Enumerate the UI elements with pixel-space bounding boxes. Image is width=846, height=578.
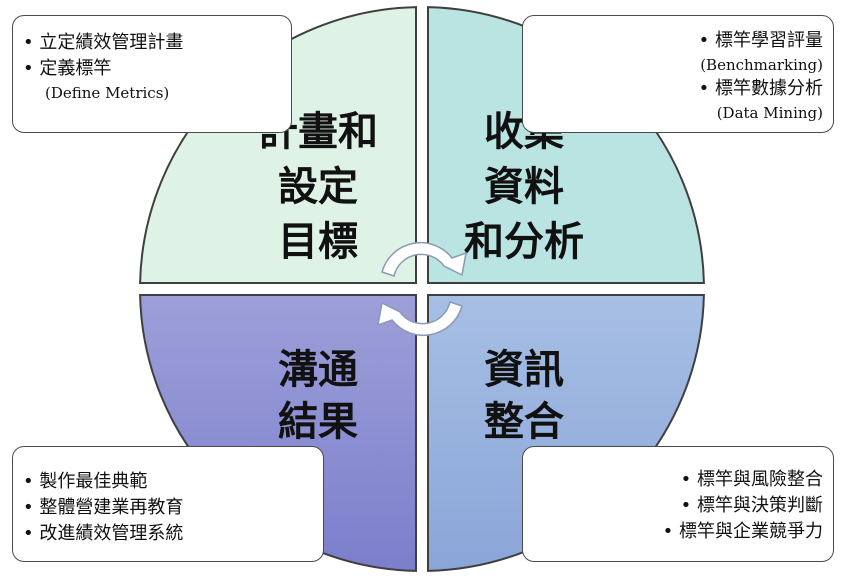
callout-subtext: (Benchmarking)	[700, 56, 823, 74]
callout-communicate-details: • 製作最佳典範 • 整體營建業再教育 • 改進績效管理系統	[12, 446, 324, 562]
callout-plan-details: • 立定績效管理計畫 • 定義標竿 (Define Metrics)	[12, 15, 292, 133]
callout-item: • 標竿數據分析	[698, 78, 823, 99]
label-collect-line-2: 資料	[484, 164, 564, 210]
label-integrate-line-1: 資訊	[484, 347, 564, 393]
callout-item: • 改進績效管理系統	[23, 523, 184, 544]
callout-subtext: (Data Mining)	[716, 104, 823, 122]
callout-subtext: (Define Metrics)	[45, 84, 170, 102]
callout-item: • 整體營建業再教育	[23, 497, 184, 518]
label-communicate-line-2: 結果	[278, 399, 358, 445]
callout-item: • 標竿與企業競爭力	[662, 521, 823, 542]
label-plan-line-2: 設定	[278, 164, 358, 210]
label-integrate-line-2: 整合	[484, 399, 564, 445]
arrow-upper-arc	[381, 241, 467, 277]
callout-item: • 標竿與決策判斷	[680, 495, 823, 516]
callout-integrate-details: • 標竿與風險整合 • 標竿與決策判斷 • 標竿與企業競爭力	[522, 446, 834, 562]
label-plan-line-3: 目標	[278, 219, 358, 265]
callout-item: • 立定績效管理計畫	[23, 32, 184, 53]
callout-item: • 標竿學習評量	[698, 30, 823, 51]
callout-item: • 製作最佳典範	[23, 471, 148, 492]
circular-arrows-icon	[377, 241, 467, 337]
label-collect-line-3: 和分析	[464, 219, 584, 265]
callout-collect-details: • 標竿學習評量 (Benchmarking) • 標竿數據分析 (Data M…	[522, 15, 834, 133]
arrow-lower-arc	[377, 301, 463, 337]
label-communicate-line-1: 溝通	[278, 347, 358, 393]
callout-item: • 定義標竿	[23, 58, 112, 79]
callout-item: • 標竿與風險整合	[680, 469, 823, 490]
